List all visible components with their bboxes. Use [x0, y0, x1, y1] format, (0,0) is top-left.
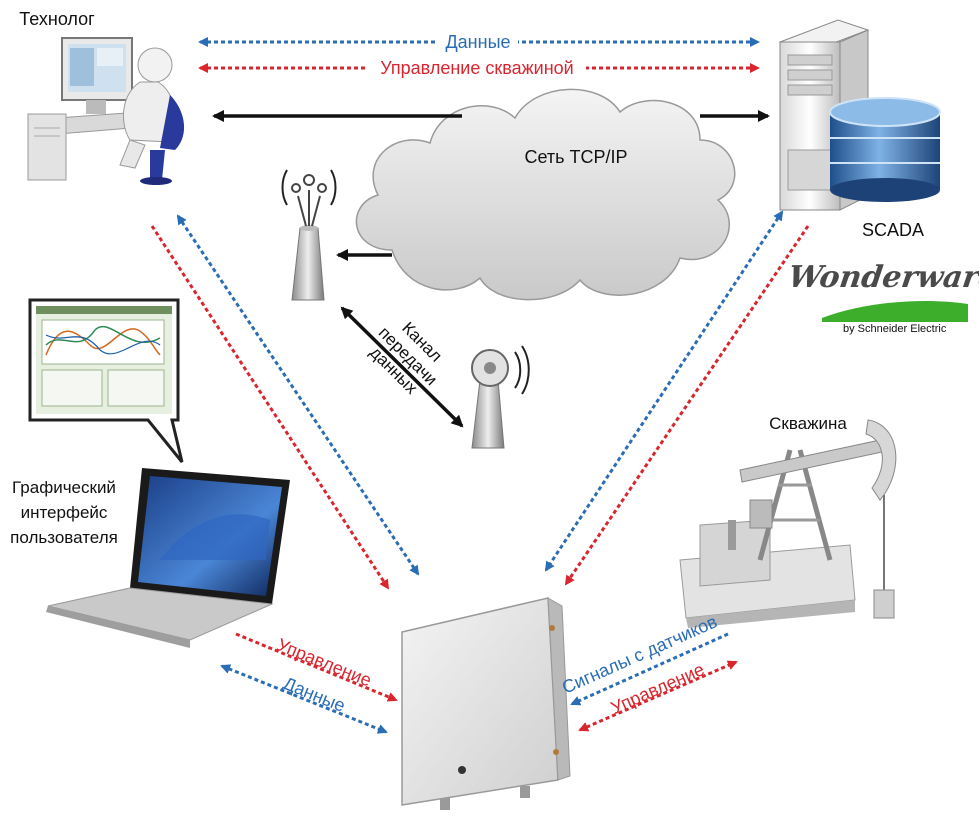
data-arrow-workstation-controller: [176, 214, 420, 576]
wonderware-logo: Wonderware by Schneider Electric: [786, 255, 979, 335]
control-arrow-scada-controller: [564, 225, 810, 586]
controller-icon: [401, 597, 571, 810]
antenna-dish-icon: [471, 345, 530, 449]
cloud-icon: [355, 88, 736, 301]
wonderware-logo-text: Wonderware: [786, 260, 979, 295]
data-arrow-laptop-label: Данные: [280, 673, 348, 716]
pumpjack-icon: [679, 419, 897, 628]
wonderware-byline: by Schneider Electric: [843, 323, 947, 335]
control-arrow-controller-well: [578, 660, 738, 732]
channel-label: Канал передачи данных: [366, 318, 446, 398]
antenna-icon: [281, 169, 337, 301]
technologist-label: Технолог: [19, 9, 95, 29]
well-label: Скважина: [769, 414, 847, 433]
well-control-arrow-top-label: Управление скважиной: [380, 58, 573, 78]
gui-label-line-2: интерфейс: [21, 503, 108, 522]
database-icon: [829, 97, 941, 202]
network-label: Сеть TCP/IP: [524, 147, 627, 167]
gui-label-line-3: пользователя: [10, 528, 118, 547]
scada-label: SCADA: [862, 220, 924, 240]
control-arrow-workstation-controller: [150, 225, 390, 590]
data-arrow-laptop-controller: [220, 664, 388, 734]
data-arrow-scada-controller: [544, 210, 784, 572]
workstation-icon: [27, 37, 185, 185]
radio-channel-arrow: [340, 306, 464, 428]
data-arrow-top-label: Данные: [445, 32, 510, 52]
screen-callout-icon: [28, 298, 184, 463]
gui-label-line-1: Графический: [12, 478, 116, 497]
gui-label: Графический интерфейс пользователя: [10, 478, 118, 547]
